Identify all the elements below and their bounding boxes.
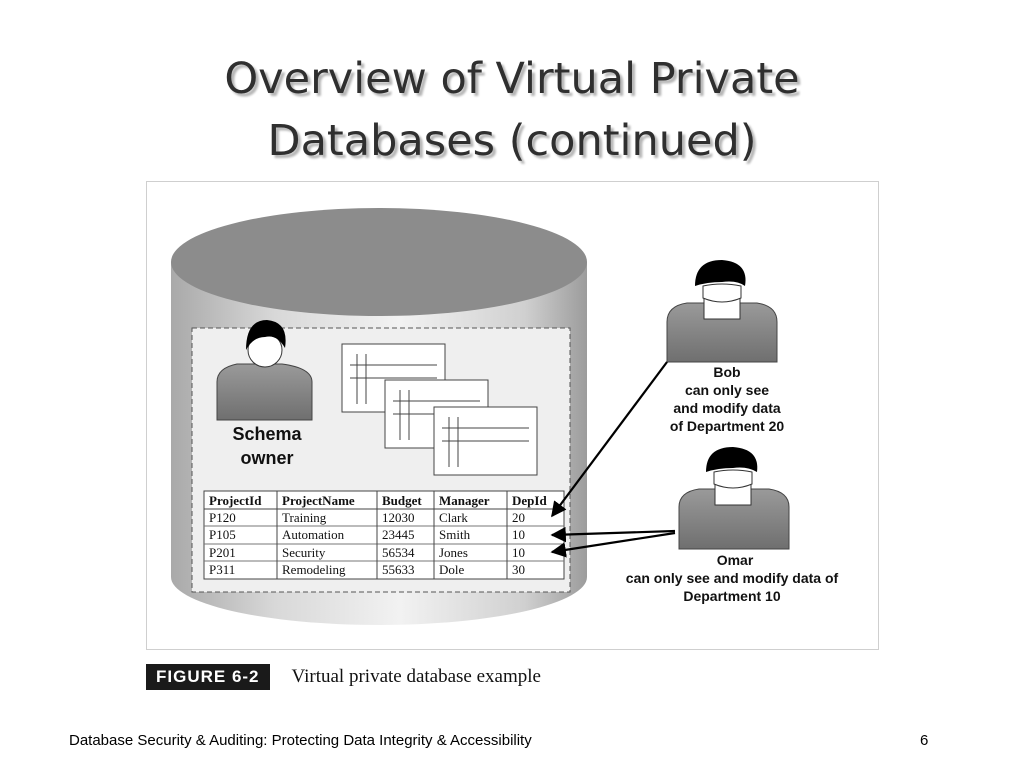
omar-access-arrow-row3 <box>550 531 676 558</box>
table-cell: Jones <box>439 545 468 560</box>
table-cell: P120 <box>209 510 236 525</box>
vpd-figure: Schema owner <box>146 181 879 650</box>
table-cell: P201 <box>209 545 236 560</box>
bob-access-arrow <box>551 361 668 518</box>
omar-name: Omar <box>717 552 754 568</box>
vpd-diagram: Schema owner <box>171 208 839 625</box>
table-cell: P311 <box>209 562 235 577</box>
schema-owner-icon <box>216 320 313 421</box>
bob-description-line3: of Department 20 <box>670 418 785 434</box>
omar-user-icon <box>678 447 790 550</box>
table-cell: 10 <box>512 545 525 560</box>
omar-access-arrow-row2 <box>550 526 676 543</box>
bob-description-line1: can only see <box>685 382 769 398</box>
table-header: Budget <box>382 493 422 508</box>
bob-user-icon <box>666 260 778 363</box>
bob-name: Bob <box>713 364 740 380</box>
table-cell: Security <box>282 545 326 560</box>
schema-owner-label-line2: owner <box>240 448 293 468</box>
table-cell: 30 <box>512 562 525 577</box>
table-header: DepId <box>512 493 547 508</box>
table-cell: 56534 <box>382 545 415 560</box>
slide-title: Overview of Virtual Private Databases (c… <box>0 48 1024 172</box>
table-cell: Remodeling <box>282 562 346 577</box>
omar-description-line2: Department 10 <box>683 588 780 604</box>
page-number: 6 <box>920 732 929 749</box>
omar-description-line1: can only see and modify data of <box>626 570 839 586</box>
table-cell: 12030 <box>382 510 415 525</box>
table-cell: 23445 <box>382 527 415 542</box>
slide-title-line1: Overview of Virtual Private <box>224 54 800 104</box>
table-header: Manager <box>439 493 490 508</box>
table-cell: Dole <box>439 562 465 577</box>
table-document-icon <box>433 406 538 476</box>
table-cell: Automation <box>282 527 345 542</box>
table-cell: Clark <box>439 510 468 525</box>
table-header: ProjectId <box>209 493 262 508</box>
table-cell: 10 <box>512 527 525 542</box>
table-cell: 55633 <box>382 562 415 577</box>
table-cell: 20 <box>512 510 525 525</box>
figure-caption: FIGURE 6-2 Virtual private database exam… <box>146 664 541 690</box>
table-cell: Training <box>282 510 327 525</box>
table-cell: P105 <box>209 527 236 542</box>
figure-number-badge: FIGURE 6-2 <box>146 664 270 690</box>
project-table: ProjectId ProjectName Budget Manager Dep… <box>203 490 565 580</box>
table-header: ProjectName <box>282 493 355 508</box>
footer-course-title: Database Security & Auditing: Protecting… <box>69 732 532 749</box>
schema-owner-label-line1: Schema <box>232 424 302 444</box>
figure-caption-text: Virtual private database example <box>291 666 541 687</box>
bob-description-line2: and modify data <box>673 400 781 416</box>
table-cell: Smith <box>439 527 471 542</box>
slide-title-line2: Databases (continued) <box>267 116 757 166</box>
